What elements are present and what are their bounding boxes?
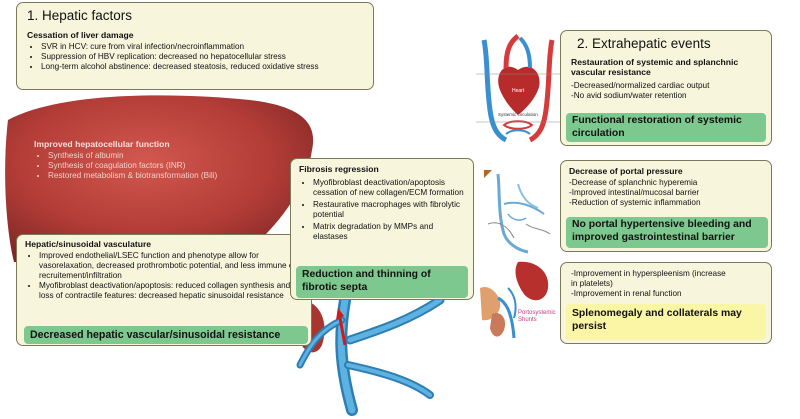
cessation-subheading: Cessation of liver damage	[27, 30, 134, 40]
portal-bleeding-result: No portal hypertensive bleeding and impr…	[566, 217, 768, 248]
vasculature-list: Improved endothelial/LSEC function and p…	[25, 251, 303, 301]
list-item: Matrix degradation by MMPs and elastases	[313, 222, 465, 242]
heart-diagram	[476, 34, 560, 142]
systemic-circulation-result: Functional restoration of systemic circu…	[566, 113, 766, 142]
liver-shape	[5, 95, 314, 263]
fibrosis-title: Fibrosis regression	[299, 164, 379, 174]
list-item: Restored metabolism & biotransformation …	[48, 171, 274, 181]
heart-label: Heart	[512, 88, 525, 94]
list-item: Improved endothelial/LSEC function and p…	[39, 251, 303, 281]
list-item: Long-term alcohol abstinence: decreased …	[41, 62, 363, 72]
hepatocellular-title: Improved hepatocellular function	[34, 139, 170, 149]
spleen-renal-lines: -Improvement in hyperspleenism (increase…	[571, 269, 726, 298]
list-item: Synthesis of coagulation factors (INR)	[48, 161, 274, 171]
list-item: SVR in HCV: cure from viral infection/ne…	[41, 42, 363, 52]
portosystemic-shunts-image: Portosystemic Shunts	[478, 258, 560, 346]
portal-pressure-title: Decrease of portal pressure	[569, 166, 683, 176]
extrahepatic-heading: 2. Extrahepatic events	[577, 36, 711, 51]
portal-vein	[296, 294, 445, 416]
extrahepatic-lines: -Decreased/normalized cardiac output -No…	[571, 81, 710, 100]
heart-circulation-image: Heart Systemic circulation	[476, 30, 560, 142]
hepatocellular-function-block: Improved hepatocellular function Synthes…	[34, 139, 274, 181]
vascular-resistance-result: Decreased hepatic vascular/sinusoidal re…	[24, 326, 308, 344]
list-item: Synthesis of albumin	[48, 151, 274, 161]
list-item: Myofibroblast deactivation/apoptosis ces…	[313, 178, 465, 198]
portal-pressure-lines: -Decrease of splanchnic hyperemia -Impro…	[569, 178, 701, 207]
restauration-subheading: Restauration of systemic and splanchnic …	[571, 57, 739, 77]
list-item: Suppression of HBV replication: decrease…	[41, 52, 363, 62]
portal-vessel-sketch	[478, 164, 560, 256]
fibrosis-list: Myofibroblast deactivation/apoptosis ces…	[299, 178, 465, 242]
hepatic-factors-box: 1. Hepatic factors Cessation of liver da…	[16, 2, 374, 90]
shunts-label: Portosystemic Shunts	[518, 310, 556, 323]
splenomegaly-result: Splenomegaly and collaterals may persist	[566, 304, 766, 340]
list-item: Restaurative macrophages with fibrolytic…	[313, 200, 465, 220]
hepatic-factors-list: SVR in HCV: cure from viral infection/ne…	[27, 42, 363, 72]
vasculature-title: Hepatic/sinusoidal vasculature	[25, 239, 152, 249]
systemic-circulation-label: Systemic circulation	[498, 112, 538, 117]
hepatocellular-list: Synthesis of albumin Synthesis of coagul…	[34, 151, 274, 181]
fibrotic-septa-result: Reduction and thinning of fibrotic septa	[296, 266, 468, 298]
red-arrow	[338, 317, 347, 346]
hepatic-factors-heading: 1. Hepatic factors	[27, 8, 133, 23]
list-item: Myofibroblast deactivation/apoptosis: re…	[39, 281, 303, 301]
